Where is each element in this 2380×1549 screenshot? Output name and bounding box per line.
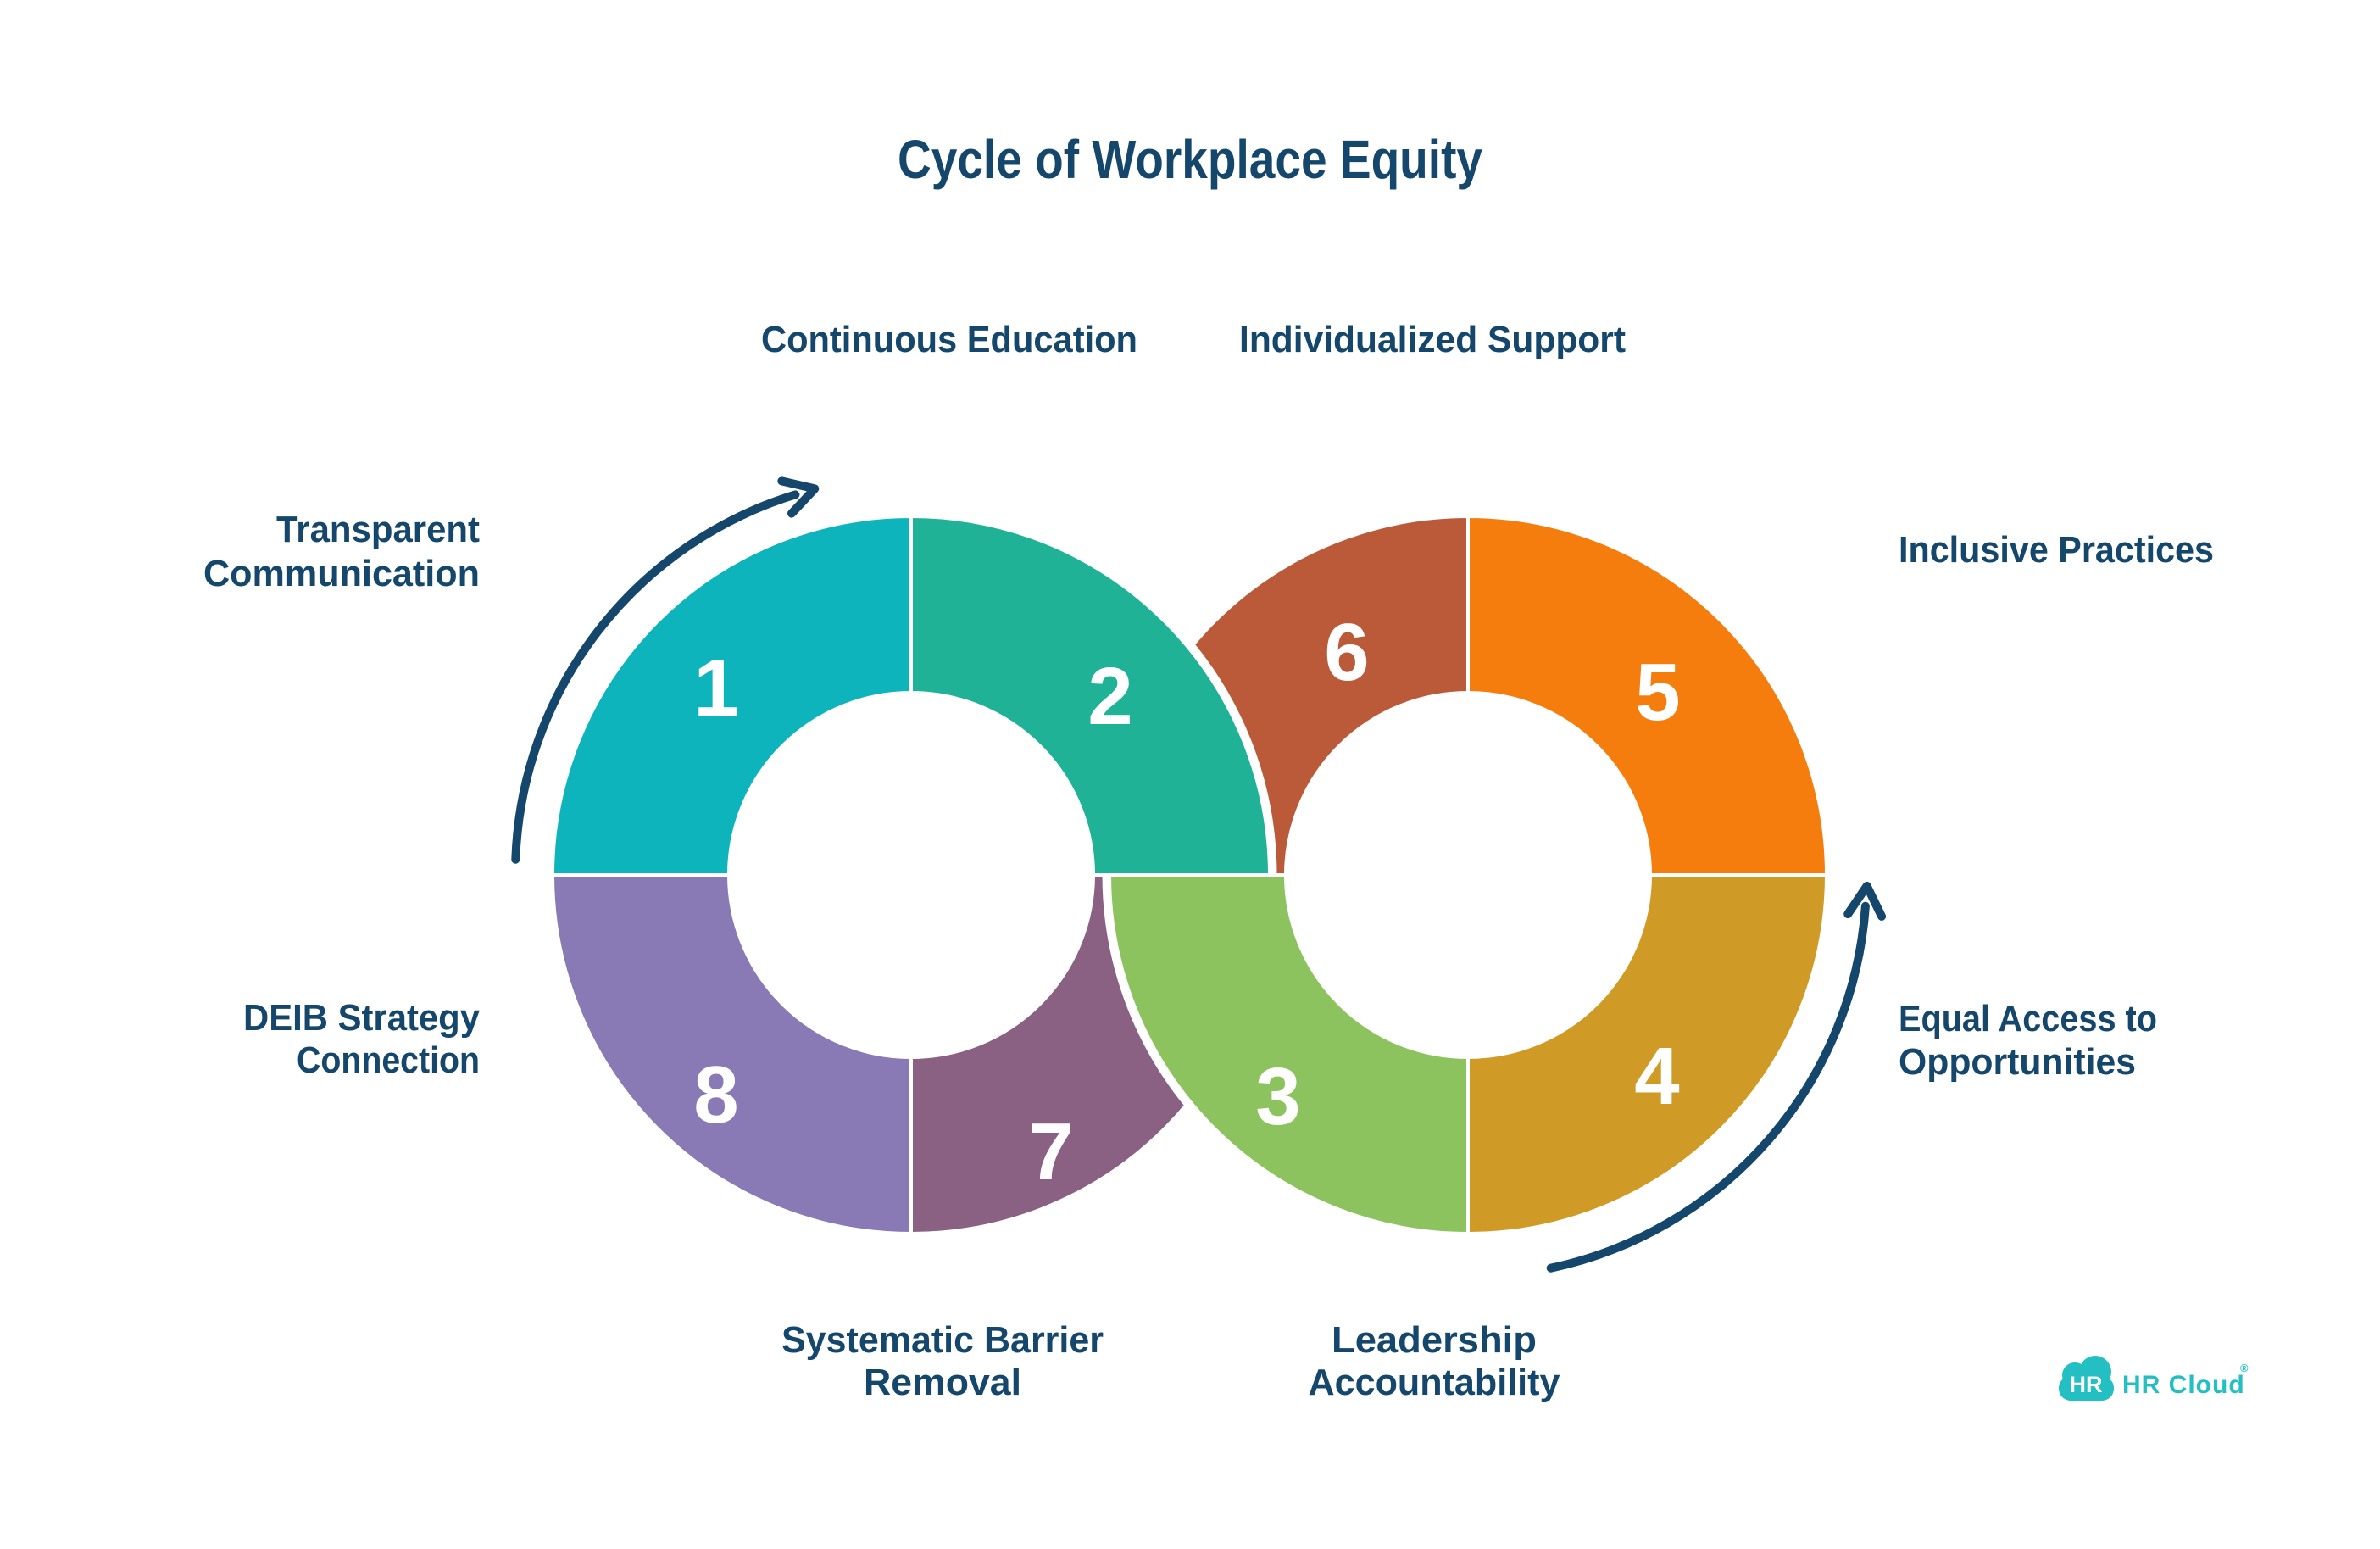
- segment-number-7: 7: [1028, 1106, 1073, 1197]
- flow-arrow-bottom-right-icon: [1546, 881, 1887, 1273]
- segment-3: [1107, 873, 1470, 1236]
- label-inclusive-practices: Inclusive Practices: [1899, 529, 2214, 571]
- label-deib-strategy-connection: DEIB Strategy Connection: [243, 997, 480, 1081]
- label-equal-access-line1: Equal Access to: [1899, 998, 2157, 1039]
- label-transparent-communication: Transparent Communication: [203, 509, 480, 594]
- segment-2: [909, 514, 1272, 877]
- segment-5: [1466, 514, 1829, 877]
- flow-arrow-top-left-icon: [511, 476, 820, 864]
- label-transparent-communication-line2: Communication: [203, 553, 480, 594]
- segment-number-4: 4: [1634, 1031, 1679, 1122]
- label-systematic-barrier-line1: Systematic Barrier: [781, 1319, 1104, 1361]
- label-individualized-support: Individualized Support: [1239, 319, 1626, 360]
- segment-4: [1466, 873, 1829, 1236]
- page-title: Cycle of Workplace Equity: [898, 129, 1482, 190]
- infinity-loop-rings: [550, 509, 1829, 1241]
- segment-number-3: 3: [1255, 1051, 1300, 1142]
- segment-number-2: 2: [1087, 651, 1132, 742]
- label-systematic-barrier-line2: Removal: [864, 1362, 1021, 1403]
- segment-number-1: 1: [693, 643, 738, 733]
- label-continuous-education: Continuous Education: [761, 319, 1137, 360]
- label-leadership-line1: Leadership: [1332, 1319, 1537, 1361]
- label-leadership-line2: Accountability: [1309, 1362, 1561, 1403]
- hr-cloud-logo-registered-mark: ®: [2240, 1362, 2249, 1374]
- label-deib-strategy-connection-line1: DEIB Strategy: [243, 997, 480, 1039]
- label-deib-strategy-connection-line2: Connection: [297, 1039, 480, 1081]
- hr-cloud-logo-cloud-icon: [2059, 1356, 2114, 1401]
- segment-number-8: 8: [693, 1050, 738, 1140]
- label-systematic-barrier-removal: Systematic Barrier Removal: [781, 1319, 1104, 1403]
- segment-number-6: 6: [1324, 607, 1369, 698]
- label-equal-access-to-opportunities: Equal Access to Opportunities: [1899, 998, 2157, 1083]
- segment-number-5: 5: [1635, 647, 1680, 738]
- segment-1: [550, 514, 913, 877]
- hr-cloud-logo-badge-text: HR: [2070, 1372, 2103, 1397]
- label-equal-access-line2: Opportunities: [1899, 1041, 2136, 1083]
- label-leadership-accountability: Leadership Accountability: [1309, 1319, 1561, 1403]
- hr-cloud-logo: HR HR Cloud ®: [2059, 1356, 2249, 1401]
- label-transparent-communication-line1: Transparent: [276, 509, 480, 550]
- segment-8: [550, 873, 913, 1236]
- hr-cloud-logo-wordmark: HR Cloud: [2122, 1371, 2245, 1399]
